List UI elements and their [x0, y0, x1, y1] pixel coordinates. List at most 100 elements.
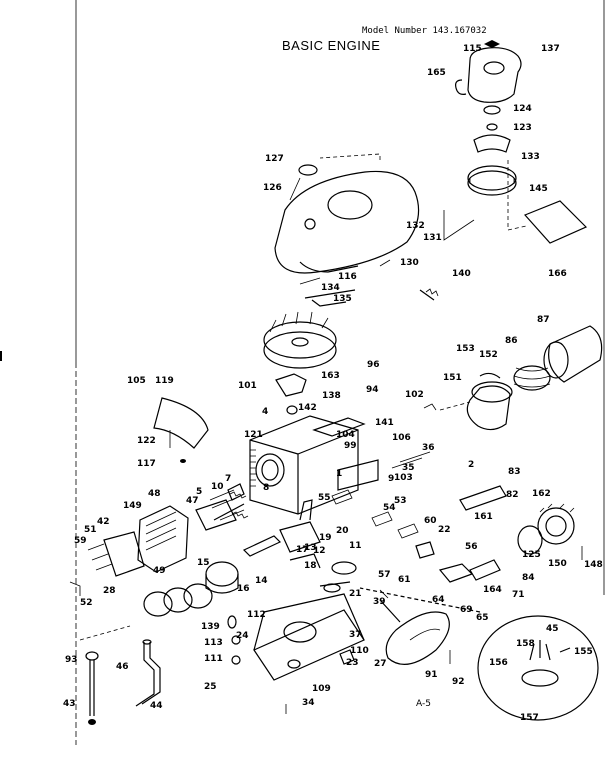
callout-148: 148: [584, 560, 603, 570]
callout-28: 28: [103, 586, 116, 596]
crankshaft-group: [279, 499, 357, 593]
callout-110: 110: [350, 646, 369, 656]
flywheel-group: [263, 311, 337, 415]
dipstick-group: [79, 625, 161, 725]
callout-57: 57: [378, 570, 391, 580]
callout-116: 116: [338, 272, 357, 282]
callout-82: 82: [506, 490, 519, 500]
callout-22: 22: [438, 525, 451, 535]
callout-87: 87: [537, 315, 550, 325]
callout-36: 36: [422, 443, 435, 453]
callout-46: 46: [116, 662, 129, 672]
callout-25: 25: [204, 682, 217, 692]
callout-49: 49: [153, 566, 166, 576]
callout-112: 112: [247, 610, 266, 620]
callout-7: 7: [225, 474, 231, 484]
callout-155: 155: [574, 647, 593, 657]
callout-48: 48: [148, 489, 161, 499]
callout-122: 122: [137, 436, 156, 446]
callout-34: 34: [302, 698, 315, 708]
callout-126: 126: [263, 183, 282, 193]
callout-54: 54: [383, 503, 396, 513]
callout-137: 137: [541, 44, 560, 54]
callout-140: 140: [452, 269, 471, 279]
callout-84: 84: [522, 573, 535, 583]
callout-55: 55: [318, 493, 331, 503]
callout-37: 37: [349, 630, 362, 640]
callout-102: 102: [405, 390, 424, 400]
callout-149: 149: [123, 501, 142, 511]
callout-151: 151: [443, 373, 462, 383]
callout-134: 134: [321, 283, 340, 293]
callout-39: 39: [373, 597, 386, 607]
callout-96: 96: [367, 360, 380, 370]
callout-12: 12: [313, 546, 326, 556]
air-cleaner-group: [439, 325, 603, 431]
callout-53: 53: [394, 496, 407, 506]
crankcase-base-group: [227, 593, 365, 681]
camshaft-group: [415, 485, 575, 583]
callout-104: 104: [336, 430, 355, 440]
callout-158: 158: [516, 639, 535, 649]
callout-13: 13: [304, 543, 317, 553]
margin-mark: [0, 351, 2, 361]
callout-9: 9: [388, 474, 394, 484]
callout-47: 47: [186, 496, 199, 506]
callout-124: 124: [513, 104, 532, 114]
callout-20: 20: [336, 526, 349, 536]
callout-138: 138: [322, 391, 341, 401]
page-number: A-5: [416, 699, 431, 709]
callout-152: 152: [479, 350, 498, 360]
callout-113: 113: [204, 638, 223, 648]
callout-44: 44: [150, 701, 163, 711]
callout-130: 130: [400, 258, 419, 268]
callout-101: 101: [238, 381, 257, 391]
callout-92: 92: [452, 677, 465, 687]
callout-21: 21: [349, 589, 362, 599]
callout-164: 164: [483, 585, 502, 595]
callout-71: 71: [512, 590, 525, 600]
callout-45: 45: [546, 624, 559, 634]
callout-161: 161: [474, 512, 493, 522]
callout-131: 131: [423, 233, 442, 243]
starter-housing-group: [443, 40, 588, 244]
callout-123: 123: [513, 123, 532, 133]
callout-59: 59: [74, 536, 87, 546]
callout-42: 42: [97, 517, 110, 527]
callout-2: 2: [468, 460, 474, 470]
callout-83: 83: [508, 467, 521, 477]
callout-105: 105: [127, 376, 146, 386]
callout-19: 19: [319, 533, 332, 543]
callout-157: 157: [520, 713, 539, 723]
callout-69: 69: [460, 605, 473, 615]
callout-150: 150: [548, 559, 567, 569]
callout-56: 56: [465, 542, 478, 552]
callout-111: 111: [204, 654, 223, 664]
diagram-title: BASIC ENGINE: [282, 38, 380, 53]
callout-11: 11: [349, 541, 362, 551]
callout-52: 52: [80, 598, 93, 608]
callout-117: 117: [137, 459, 156, 469]
callout-162: 162: [532, 489, 551, 499]
callout-139: 139: [201, 622, 220, 632]
callout-51: 51: [84, 525, 97, 535]
callout-18: 18: [304, 561, 317, 571]
callout-35: 35: [402, 463, 415, 473]
callout-16: 16: [237, 584, 250, 594]
callout-17: 17: [296, 545, 309, 555]
callout-64: 64: [432, 595, 445, 605]
callout-115: 115: [463, 44, 482, 54]
callout-15: 15: [197, 558, 210, 568]
callout-14: 14: [255, 576, 268, 586]
callout-99: 99: [344, 441, 357, 451]
callout-93: 93: [65, 655, 78, 665]
callout-145: 145: [529, 184, 548, 194]
blower-housing-group: [274, 153, 435, 307]
hardware-group: [69, 288, 583, 714]
callout-24: 24: [236, 631, 249, 641]
callout-8: 8: [263, 483, 269, 493]
callout-65: 65: [476, 613, 489, 623]
callout-60: 60: [424, 516, 437, 526]
